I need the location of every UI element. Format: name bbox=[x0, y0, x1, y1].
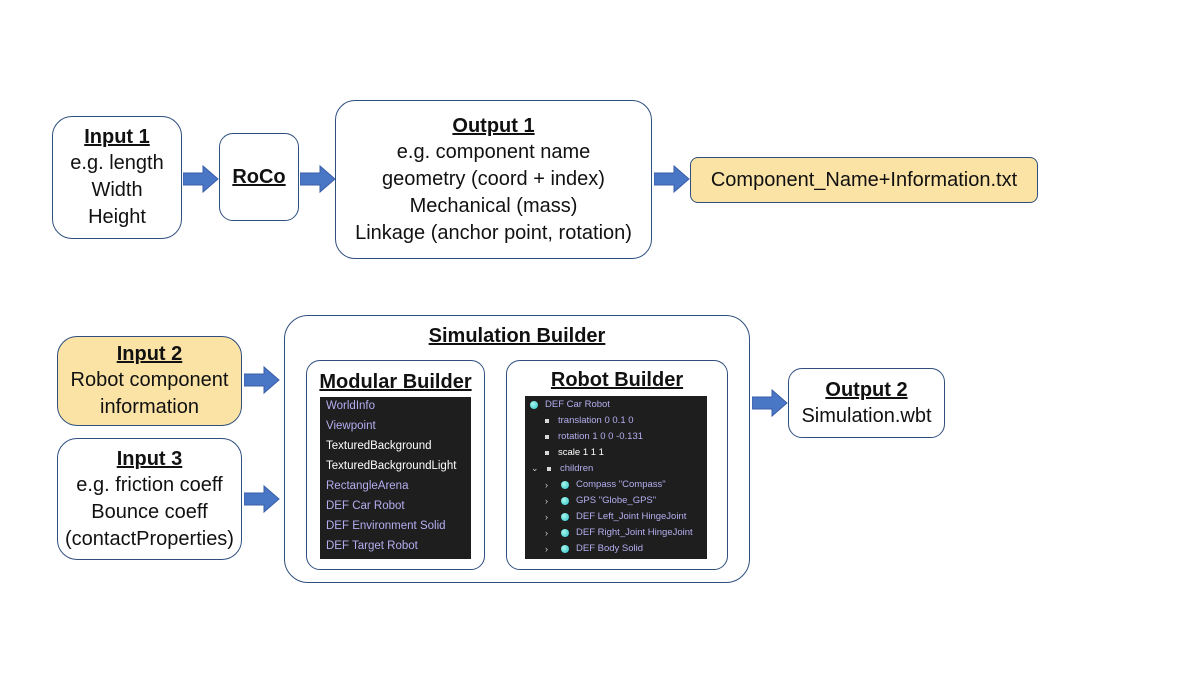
input3-line: Bounce coeff bbox=[91, 500, 208, 523]
node-sphere-icon bbox=[561, 480, 569, 489]
robot-tree-item[interactable]: ⌄ children bbox=[531, 463, 593, 474]
robot-tree-item-label: DEF Car Robot bbox=[545, 399, 610, 410]
scene-tree-item[interactable]: TexturedBackground bbox=[326, 440, 432, 452]
robot-tree-item-label: Compass "Compass" bbox=[576, 479, 666, 490]
scene-tree-item[interactable]: RectangleArena bbox=[326, 480, 409, 492]
output1-line: Mechanical (mass) bbox=[409, 194, 578, 217]
robot-tree-item-label: rotation 1 0 0 -0.131 bbox=[558, 431, 644, 442]
field-bullet-icon bbox=[545, 450, 549, 455]
robot-tree-item[interactable]: › Compass "Compass" bbox=[545, 479, 666, 490]
scene-tree-item[interactable]: Viewpoint bbox=[326, 420, 376, 432]
output2-box: Output 2 Simulation.wbt bbox=[788, 368, 945, 438]
robot-builder-title: Robot Builder bbox=[550, 369, 684, 391]
scene-tree-item[interactable]: WorldInfo bbox=[326, 400, 376, 412]
robot-tree-item[interactable]: rotation 1 0 0 -0.131 bbox=[545, 431, 643, 442]
output2-title: Output 2 bbox=[825, 378, 908, 401]
input2-box: Input 2 Robot component information bbox=[57, 336, 242, 426]
arrow-input2-to-sim bbox=[244, 365, 280, 395]
scene-tree-item[interactable]: DEF Target Robot bbox=[326, 540, 418, 552]
chevron-right-icon[interactable]: › bbox=[545, 495, 548, 506]
input3-line: e.g. friction coeff bbox=[76, 473, 223, 496]
robot-tree-item[interactable]: › DEF Body Solid bbox=[545, 543, 643, 554]
robot-builder-scene-tree: DEF Car Robot translation 0 0.1 0 rotation… bbox=[525, 396, 707, 559]
robot-tree-item[interactable]: › DEF Right_Joint HingeJoint bbox=[545, 527, 693, 538]
chevron-right-icon[interactable]: › bbox=[545, 479, 548, 490]
input2-line: information bbox=[100, 396, 199, 418]
node-sphere-icon bbox=[561, 544, 569, 553]
node-sphere-icon bbox=[561, 496, 569, 505]
modular-builder-title: Modular Builder bbox=[319, 371, 472, 393]
field-bullet-icon bbox=[547, 466, 551, 471]
robot-tree-item[interactable]: DEF Car Robot bbox=[530, 399, 610, 410]
arrow-roco-to-output1 bbox=[300, 164, 336, 194]
output1-box: Output 1 e.g. component name geometry (c… bbox=[335, 100, 652, 259]
input1-line: Height bbox=[88, 206, 146, 228]
scene-tree-item[interactable]: DEF Car Robot bbox=[326, 500, 405, 512]
chevron-right-icon[interactable]: › bbox=[545, 527, 548, 538]
input3-box: Input 3 e.g. friction coeff Bounce coeff… bbox=[57, 438, 242, 560]
roco-title: RoCo bbox=[232, 166, 286, 188]
input3-title: Input 3 bbox=[116, 447, 183, 470]
arrow-input3-to-sim bbox=[244, 484, 280, 514]
simulation-builder-title: Simulation Builder bbox=[428, 325, 606, 347]
input2-title: Input 2 bbox=[116, 343, 183, 365]
arrow-output1-to-file bbox=[654, 164, 690, 194]
roco-box: RoCo bbox=[219, 133, 299, 221]
chevron-down-icon[interactable]: ⌄ bbox=[531, 463, 539, 473]
component-file-label: Component_Name+Information.txt bbox=[710, 168, 1018, 191]
field-bullet-icon bbox=[545, 434, 549, 439]
robot-tree-item-label: scale 1 1 1 bbox=[558, 447, 604, 458]
robot-tree-item[interactable]: › GPS "Globe_GPS" bbox=[545, 495, 656, 506]
robot-tree-item[interactable]: › DEF Left_Joint HingeJoint bbox=[545, 511, 686, 522]
output1-line: geometry (coord + index) bbox=[382, 167, 605, 190]
robot-tree-item-label: DEF Left_Joint HingeJoint bbox=[576, 511, 687, 522]
arrow-sim-to-output2 bbox=[752, 388, 788, 418]
input1-title: Input 1 bbox=[84, 126, 150, 148]
robot-tree-item-label: DEF Right_Joint HingeJoint bbox=[576, 527, 693, 538]
chevron-right-icon[interactable]: › bbox=[545, 511, 548, 522]
robot-tree-item-label: GPS "Globe_GPS" bbox=[576, 495, 657, 506]
output1-line: Linkage (anchor point, rotation) bbox=[355, 221, 632, 244]
input1-line: Width bbox=[91, 179, 143, 201]
scene-tree-item[interactable]: DEF Environment Solid bbox=[326, 520, 446, 532]
output1-line: e.g. component name bbox=[396, 140, 591, 163]
output1-title: Output 1 bbox=[452, 114, 535, 137]
output2-line: Simulation.wbt bbox=[801, 404, 932, 427]
input2-line: Robot component bbox=[70, 369, 229, 391]
robot-tree-item[interactable]: translation 0 0.1 0 bbox=[545, 415, 634, 426]
node-sphere-icon bbox=[561, 528, 569, 537]
robot-tree-item-label: children bbox=[560, 463, 594, 474]
chevron-right-icon[interactable]: › bbox=[545, 543, 548, 554]
robot-tree-item[interactable]: scale 1 1 1 bbox=[545, 447, 604, 458]
node-sphere-icon bbox=[530, 400, 538, 409]
arrow-input1-to-roco bbox=[183, 164, 219, 194]
node-sphere-icon bbox=[561, 512, 569, 521]
component-file-box: Component_Name+Information.txt bbox=[690, 157, 1038, 203]
field-bullet-icon bbox=[545, 418, 549, 423]
scene-tree-item[interactable]: TexturedBackgroundLight bbox=[326, 460, 457, 472]
input1-box: Input 1 e.g. length Width Height bbox=[52, 116, 182, 239]
input3-line: (contactProperties) bbox=[65, 527, 234, 550]
robot-tree-item-label: DEF Body Solid bbox=[576, 543, 644, 554]
robot-tree-item-label: translation 0 0.1 0 bbox=[558, 415, 634, 426]
input1-line: e.g. length bbox=[70, 152, 164, 174]
